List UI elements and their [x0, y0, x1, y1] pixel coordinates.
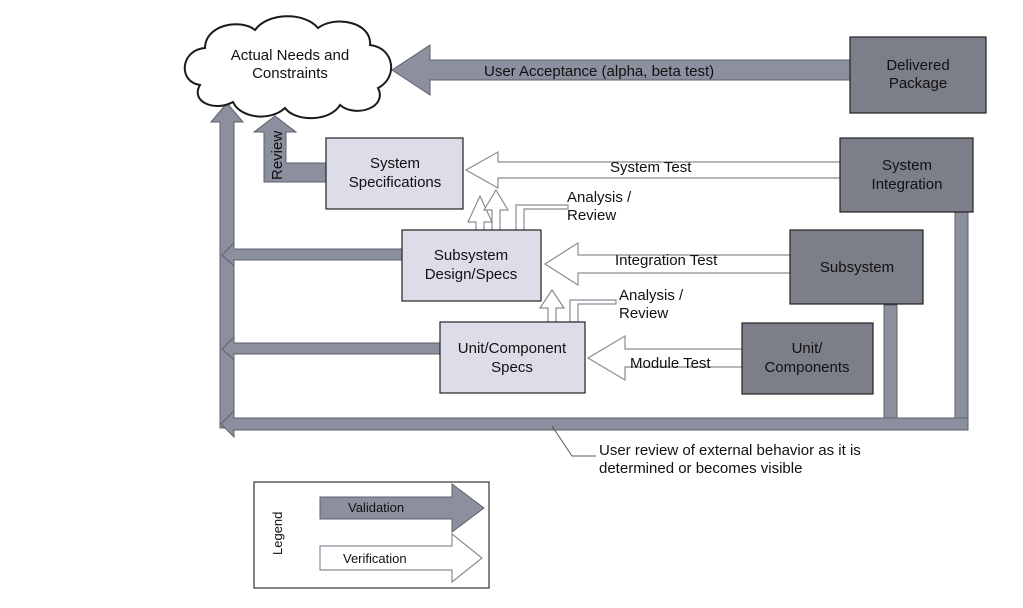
legend-validation-arrow [319, 483, 485, 533]
unit-specs-label-line2: Specs [491, 359, 533, 376]
module-test-label: Module Test [630, 355, 711, 372]
analysis-review-arrow-1 [467, 194, 493, 231]
bottom-return-arrow [220, 409, 969, 439]
system-test-label: System Test [610, 159, 692, 176]
legend: Legend Validation Verification [253, 481, 490, 589]
subsystem-down-arrow [883, 304, 898, 421]
verification-arrows [464, 150, 841, 382]
system-specs-label-line1: System [370, 155, 420, 172]
legend-verification-arrow [319, 532, 483, 584]
analysis-review-1-line1: Analysis / [567, 189, 632, 206]
subsystem-design-label-line2: Design/Specs [425, 266, 518, 283]
actual-needs-label-line1: Actual Needs and [231, 47, 349, 64]
analysis-review-arrow-2b [569, 299, 617, 323]
unit-specs-node: Unit/Component Specs [439, 321, 586, 394]
validation-arrows [209, 44, 969, 439]
legend-verification-label: Verification [343, 551, 407, 566]
unit-components-label-line2: Components [764, 359, 849, 376]
delivered-package-label-line1: Delivered [886, 57, 949, 74]
analysis-review-arrow-2a [538, 288, 566, 323]
user-review-label-line1: User review of external behavior as it i… [599, 442, 861, 459]
unit-specs-box [439, 321, 586, 394]
delivered-package-label-line2: Package [889, 75, 947, 92]
integration-test-label: Integration Test [615, 252, 718, 269]
unit-components-box [741, 322, 874, 395]
system-integration-node: System Integration [839, 137, 974, 213]
analysis-review-1-line2: Review [567, 207, 616, 224]
unit-components-label-line1: Unit/ [792, 340, 824, 357]
actual-needs-node: Actual Needs and Constraints [183, 15, 393, 120]
user-acceptance-arrow [391, 44, 851, 96]
system-test-arrow [464, 150, 841, 190]
analysis-review-2-line1: Analysis / [619, 287, 684, 304]
user-review-leader-line [551, 425, 596, 457]
subsystem-design-label-line1: Subsystem [434, 247, 508, 264]
delivered-package-box [849, 36, 987, 114]
legend-validation-label: Validation [348, 500, 404, 515]
subsystem-design-box [401, 229, 542, 302]
cloud-shape [183, 15, 393, 120]
system-integration-box [839, 137, 974, 213]
subsystem-node: Subsystem [789, 229, 924, 305]
actual-needs-label-line2: Constraints [252, 65, 328, 82]
review-arrow [252, 115, 329, 183]
user-review-label-line2: determined or becomes visible [599, 460, 802, 477]
legend-title: Legend [270, 512, 285, 555]
system-integration-down-arrow [954, 211, 969, 431]
system-integration-label-line1: System [882, 157, 932, 174]
analysis-review-arrow-1b [482, 188, 510, 231]
review-label: Review [269, 131, 286, 180]
user-acceptance-label: User Acceptance (alpha, beta test) [484, 63, 714, 80]
system-specs-box [325, 137, 464, 210]
analysis-review-2-line2: Review [619, 305, 668, 322]
left-trunk-arrow [209, 102, 245, 429]
unit-components-node: Unit/ Components [741, 322, 874, 395]
integration-test-arrow [543, 241, 791, 287]
system-specs-node: System Specifications [325, 137, 464, 210]
delivered-package-node: Delivered Package [849, 36, 987, 114]
subsystem-design-node: Subsystem Design/Specs [401, 229, 542, 302]
unit-to-trunk-arrow [221, 335, 441, 362]
subsystem-label: Subsystem [820, 259, 894, 276]
system-integration-label-line2: Integration [872, 176, 943, 193]
analysis-review-arrow-1c [515, 204, 569, 231]
unit-specs-label-line1: Unit/Component [458, 340, 567, 357]
subsystem-to-trunk-arrow [221, 241, 403, 268]
system-specs-label-line2: Specifications [349, 174, 442, 191]
module-test-arrow [586, 334, 743, 382]
subsystem-box [789, 229, 924, 305]
